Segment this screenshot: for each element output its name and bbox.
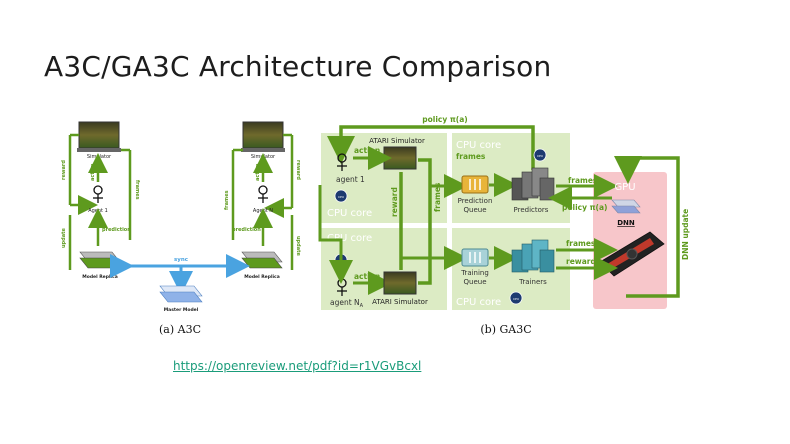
policy-top-label: policy π(a) bbox=[422, 115, 467, 124]
trainers-icon bbox=[511, 239, 555, 273]
agentN-label: agent NA bbox=[330, 298, 364, 309]
frames-gpu-label: frames bbox=[568, 176, 598, 185]
frames-vertical-line bbox=[418, 158, 432, 285]
policy-gpu-label: policy π(a) bbox=[562, 203, 607, 212]
ga3c-caption: (b) GA3C bbox=[480, 323, 531, 336]
dnn-update-loop bbox=[614, 156, 680, 298]
atari-top-label: ATARI Simulator bbox=[369, 137, 425, 145]
right-update-label: update bbox=[295, 236, 301, 256]
agent1-label: agent 1 bbox=[336, 175, 365, 184]
a3c-caption: (a) A3C bbox=[159, 323, 201, 336]
predictors-icon bbox=[511, 167, 555, 201]
master-model-icon bbox=[159, 285, 203, 303]
left-replica-label: Model Replica bbox=[82, 274, 117, 280]
source-link[interactable]: https://openreview.net/pdf?id=r1VGvBcxl bbox=[173, 359, 422, 373]
right-agent-icon bbox=[258, 185, 268, 195]
frames-vertical-label: frames bbox=[433, 182, 442, 212]
left-prediction-label: prediction bbox=[102, 227, 131, 233]
trainers-label: Trainers bbox=[518, 278, 547, 286]
left-frames-label: frames bbox=[134, 180, 140, 200]
right-agent-label: Agent N bbox=[253, 208, 273, 214]
cpu-chip-icon-3 bbox=[509, 291, 523, 305]
prediction-queue-label-1: Prediction bbox=[458, 197, 493, 205]
action-top-label: action bbox=[354, 146, 380, 155]
right-action-label: action bbox=[255, 163, 261, 181]
cpu-core-label-2: CPU core bbox=[327, 233, 372, 244]
rewards-train-label: rewards bbox=[566, 257, 601, 266]
a3c-left-pillar: Simulator reward action frames Agent 1 p… bbox=[61, 121, 140, 280]
right-model-replica-icon bbox=[241, 251, 283, 269]
frames-label: frames bbox=[456, 152, 486, 161]
frames-train-label: frames bbox=[566, 239, 596, 248]
a3c-diagram: Simulator reward action frames Agent 1 p… bbox=[61, 121, 301, 336]
slide-title: A3C/GA3C Architecture Comparison bbox=[44, 50, 552, 83]
action-bottom-label: action bbox=[354, 272, 380, 281]
right-reward-label: reward bbox=[295, 160, 301, 180]
dnn-update-label: DNN update bbox=[681, 209, 690, 260]
dnn-label: DNN bbox=[617, 219, 635, 227]
policy-bottom-loop bbox=[318, 185, 353, 284]
left-simulator-screen bbox=[78, 121, 120, 149]
dnn-icon bbox=[611, 199, 641, 214]
training-queue-label-1: Training bbox=[460, 269, 489, 277]
right-replica-label: Model Replica bbox=[244, 274, 279, 280]
cpu-chip-label-3: CPU bbox=[513, 297, 519, 301]
right-frames-label: frames bbox=[224, 190, 230, 210]
right-simulator-label: Simulator bbox=[251, 154, 276, 160]
right-simulator-screen bbox=[242, 121, 284, 149]
left-update-label: update bbox=[61, 228, 67, 248]
cpu-chip-icon-1 bbox=[334, 189, 348, 203]
left-reward-label: reward bbox=[61, 160, 67, 180]
ga3c-diagram: CPU core CPU core CPU core CPU core poli… bbox=[318, 115, 690, 336]
predictors-label: Predictors bbox=[514, 206, 549, 214]
cpu-core-label-4: CPU core bbox=[456, 297, 501, 308]
atari-bottom-screen bbox=[383, 271, 417, 295]
cpu-chip-label-1: CPU bbox=[338, 195, 344, 199]
left-simulator-base bbox=[77, 148, 121, 152]
cpu-core-label-3: CPU core bbox=[456, 140, 501, 151]
cpu-core-label-1: CPU core bbox=[327, 208, 372, 219]
policy-top-loop bbox=[327, 125, 535, 170]
left-model-replica-icon bbox=[79, 251, 121, 269]
left-simulator-label: Simulator bbox=[87, 154, 112, 160]
left-action-label: action bbox=[90, 163, 96, 181]
left-agent-icon bbox=[93, 185, 103, 195]
prediction-queue-label-2: Queue bbox=[464, 206, 487, 214]
gpu-label: GPU bbox=[614, 182, 635, 193]
atari-bottom-label: ATARI Simulator bbox=[372, 298, 428, 306]
left-agent-label: Agent 1 bbox=[88, 208, 108, 214]
training-queue-label-2: Queue bbox=[464, 278, 487, 286]
sync-label: sync bbox=[174, 257, 188, 263]
cpu-chip-icon-2 bbox=[533, 148, 547, 162]
master-model-label: Master Model bbox=[164, 307, 199, 313]
cpu-chip-label-2: CPU bbox=[537, 154, 543, 158]
a3c-right-pillar: Simulator reward action frames Agent N p… bbox=[224, 121, 301, 280]
right-prediction-label: prediction bbox=[232, 227, 261, 233]
reward-vertical-label: reward bbox=[390, 187, 399, 217]
atari-top-screen bbox=[383, 146, 417, 170]
